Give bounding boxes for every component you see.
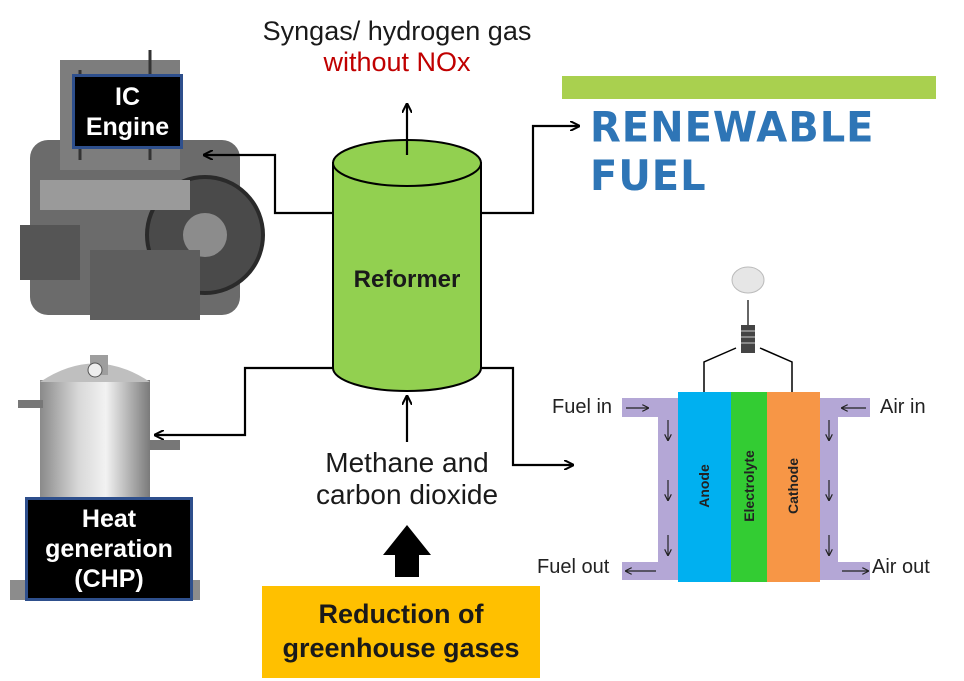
ic-engine-box: IC Engine xyxy=(72,74,183,149)
heat-line1: Heat xyxy=(81,505,137,533)
arrow-to-heat xyxy=(156,366,333,435)
big-up-arrow xyxy=(383,525,431,577)
heat-generation-box: Heat generation (CHP) xyxy=(25,497,193,601)
cathode-layer xyxy=(767,392,820,582)
ghg-line1: Reduction of xyxy=(318,599,484,630)
feed-line2: carbon dioxide xyxy=(315,479,499,511)
heat-line2: generation xyxy=(45,535,173,563)
anode-label: Anode xyxy=(696,464,712,508)
ic-engine-line2: Engine xyxy=(85,112,170,141)
fuel-out-label: Fuel out xyxy=(537,556,610,578)
cathode-channel xyxy=(820,398,870,580)
reformer-cylinder xyxy=(332,139,482,392)
anode-layer xyxy=(678,392,731,582)
air-in-label: Air in xyxy=(880,396,926,418)
syngas-line1: Syngas/ hydrogen gas xyxy=(262,16,532,46)
fuel-cell xyxy=(622,266,870,582)
arrow-to-fuel-cell xyxy=(481,366,572,465)
light-bulb-icon xyxy=(731,266,765,353)
ic-engine-line1: IC xyxy=(115,82,140,111)
renewable-fuel-bar xyxy=(562,76,936,99)
fuel-in-label: Fuel in xyxy=(552,396,613,418)
air-out-label: Air out xyxy=(872,556,930,578)
electrolyte-layer xyxy=(731,392,767,582)
syngas-line2: without NOx xyxy=(323,47,471,78)
heat-line3: (CHP) xyxy=(74,565,144,593)
cathode-label: Cathode xyxy=(785,458,801,514)
ic-engine-illustration xyxy=(20,50,265,320)
ghg-line2: greenhouse gases xyxy=(282,633,520,663)
syngas-label: Syngas/ hydrogen gas without NOx xyxy=(232,16,562,78)
renewable-fuel-text: RENEWABLE FUEL xyxy=(590,103,875,201)
electrolyte-label: Electrolyte xyxy=(741,450,757,522)
reformer-label: Reformer xyxy=(353,266,461,293)
anode-channel xyxy=(622,398,678,580)
arrow-to-ic-engine xyxy=(205,155,333,215)
feed-label: Methane and carbon dioxide xyxy=(282,447,532,511)
feed-line1: Methane and xyxy=(325,447,489,478)
arrow-to-renewable-fuel xyxy=(481,126,578,215)
ghg-reduction-box: Reduction of greenhouse gases xyxy=(262,586,540,678)
